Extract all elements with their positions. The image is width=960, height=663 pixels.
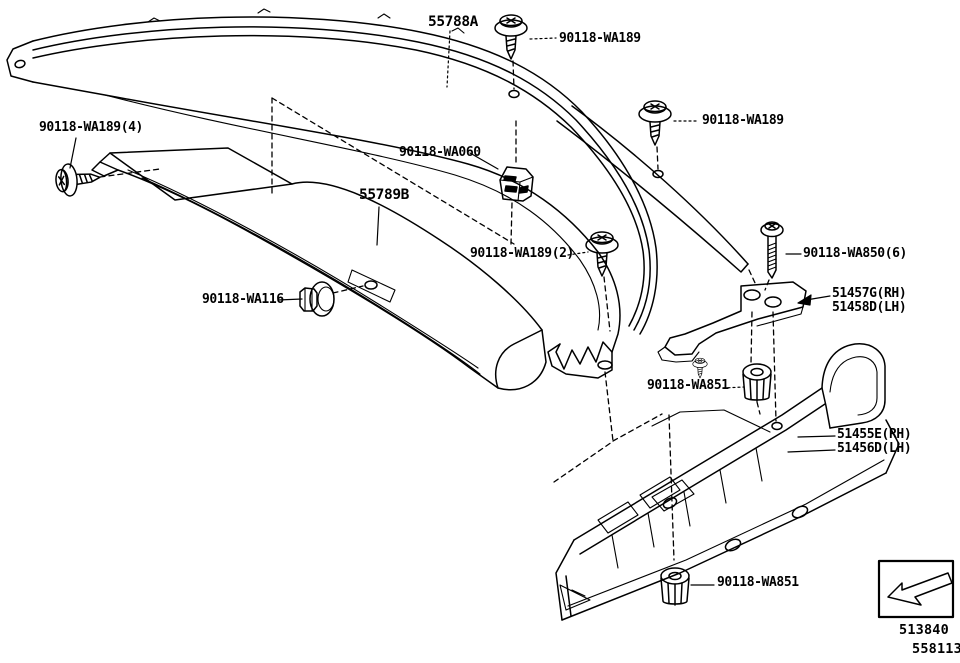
- callout-nut: 90118-WA116: [202, 292, 284, 307]
- callout-side-member-lh: 51456D(LH): [837, 441, 912, 456]
- figure-number: 513840: [899, 622, 949, 638]
- cowl-panel-lower-drawing: [91, 147, 547, 391]
- cowl-top-outer-panel-drawing: [6, 8, 749, 379]
- callout-cowl-top-outer-panel: 55788A: [428, 14, 478, 30]
- screw-top-center-icon: [494, 14, 528, 60]
- callout-leader-lines: [69, 30, 836, 586]
- screw-small-bracket-icon: [692, 357, 708, 379]
- callout-screw-upper-right: 90118-WA189: [702, 113, 784, 128]
- callout-cowl-panel-lower: 55789B: [359, 187, 409, 203]
- screw-center-icon: [585, 231, 619, 277]
- screw-upper-right-icon: [638, 100, 672, 146]
- callout-clip: 90118-WA060: [399, 145, 481, 160]
- callout-screw-center: 90118-WA189(2): [470, 246, 574, 261]
- callout-bracket-rh: 51457G(RH): [832, 286, 907, 301]
- grommet-upper-icon: [742, 363, 772, 402]
- grommet-lower-icon: [660, 567, 690, 606]
- assembly-dashed-lines: [99, 60, 777, 561]
- callout-side-member-rh: 51455E(RH): [837, 427, 912, 442]
- direction-arrow-icon: [887, 572, 953, 606]
- callout-screw-long: 90118-WA850(6): [803, 246, 907, 261]
- side-member-drawing: [555, 343, 900, 621]
- bracket-drawing: [657, 281, 807, 363]
- clip-icon: [499, 166, 534, 202]
- direction-box: [877, 559, 955, 619]
- nut-icon: [299, 281, 335, 317]
- callout-grommet-upper: 90118-WA851: [647, 378, 729, 393]
- screw-long-icon: [760, 221, 784, 279]
- callout-screw-left-side: 90118-WA189(4): [39, 120, 143, 135]
- callout-grommet-lower: 90118-WA851: [717, 575, 799, 590]
- page-code: 558113: [912, 641, 960, 657]
- callout-screw-top-center: 90118-WA189: [559, 31, 641, 46]
- callout-bracket-lh: 51458D(LH): [832, 300, 907, 315]
